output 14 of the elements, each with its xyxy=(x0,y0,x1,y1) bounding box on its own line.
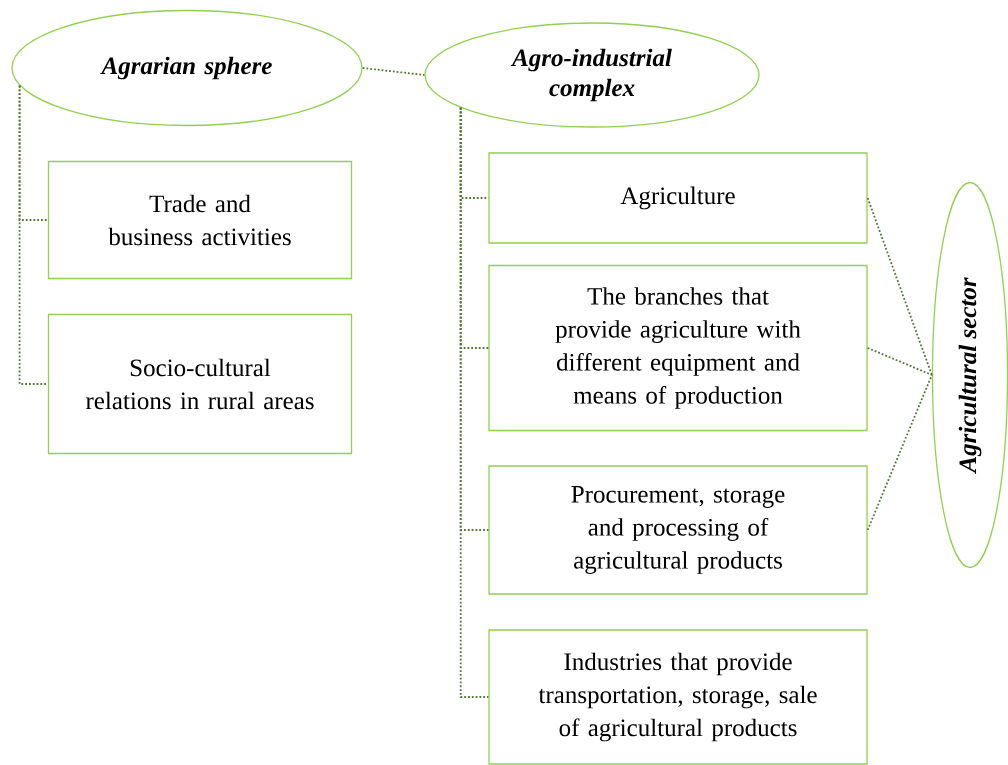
connector-line xyxy=(361,67,426,76)
text-box: The branches that provide agriculture with different equipment and means of production xyxy=(488,264,868,432)
connector-line xyxy=(866,197,933,376)
connector-line xyxy=(866,374,933,531)
text-box: Agriculture xyxy=(488,152,868,244)
connector-line xyxy=(866,347,933,376)
text-box: Trade and business activities xyxy=(47,160,353,280)
text-box: Industries that provide transportation, storage, sale of agricultural products xyxy=(488,629,868,765)
text-box: Socio-cultural relations in rural areas xyxy=(47,313,353,455)
ellipse-node: Agro-industrial complex xyxy=(424,22,760,128)
text-box: Procurement, storage and processing of agricultural products xyxy=(488,465,868,595)
connector-line xyxy=(18,84,49,385)
connector-line xyxy=(459,106,490,698)
ellipse-node: Agrarian sphere xyxy=(11,9,363,127)
